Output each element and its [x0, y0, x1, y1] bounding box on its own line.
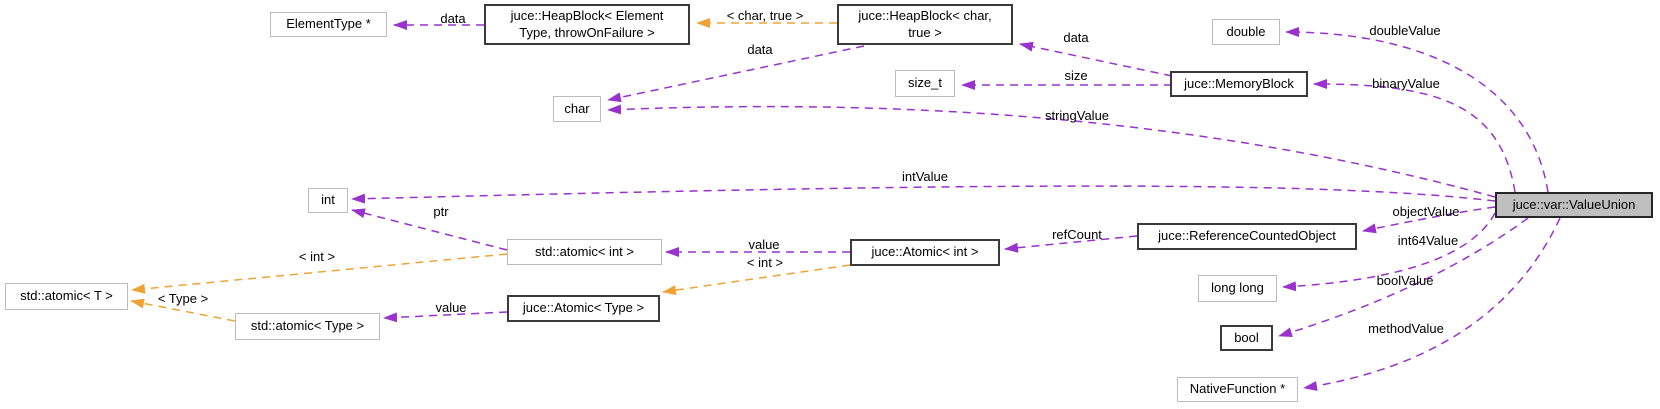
- edge-label-template-int-juce: < int >: [746, 255, 784, 270]
- edge-label-template-char-true: < char, true >: [726, 8, 804, 23]
- edge-data-memoryblock: [1019, 41, 1173, 77]
- node-memoryblock[interactable]: juce::MemoryBlock: [1170, 71, 1308, 97]
- edge-doublevalue: [1285, 27, 1549, 193]
- edge-label-stringvalue: stringValue: [1044, 108, 1110, 123]
- edge-label-binaryvalue: binaryValue: [1372, 76, 1440, 91]
- edge-label-value-type: value: [435, 300, 467, 315]
- node-heapblock-elementtype[interactable]: juce::HeapBlock< Element Type, throwOnFa…: [484, 4, 690, 45]
- node-native-function-ptr: NativeFunction *: [1177, 377, 1298, 402]
- edge-binaryvalue: [1313, 79, 1516, 193]
- edge-label-methodvalue: methodValue: [1368, 321, 1444, 336]
- edge-template-int-juce: [662, 264, 851, 296]
- node-juce-atomic-int[interactable]: juce::Atomic< int >: [850, 239, 1000, 266]
- node-std-atomic-type: std::atomic< Type >: [235, 313, 380, 340]
- edge-stringvalue: [607, 104, 1496, 198]
- edge-template-int-std: [131, 253, 508, 294]
- edge-value-type: [383, 311, 508, 323]
- edge-intvalue: [351, 185, 1496, 204]
- edge-label-value-int: value: [748, 237, 780, 252]
- node-std-atomic-int: std::atomic< int >: [507, 239, 662, 265]
- node-std-atomic-t: std::atomic< T >: [5, 283, 128, 310]
- node-char: char: [553, 96, 601, 122]
- edge-template-type: [130, 298, 236, 322]
- edge-label-template-int-std: < int >: [298, 249, 336, 264]
- edge-label-objectvalue: objectValue: [1392, 204, 1460, 219]
- edge-label-template-type: < Type >: [157, 291, 209, 306]
- node-double: double: [1212, 19, 1280, 45]
- node-bool[interactable]: bool: [1220, 325, 1273, 351]
- node-int: int: [308, 188, 348, 213]
- edge-label-data-elementtype: data: [440, 11, 466, 26]
- edge-label-size: size: [1064, 68, 1088, 83]
- edge-label-refcount: refCount: [1052, 227, 1102, 242]
- edge-label-data-memoryblock: data: [1063, 30, 1089, 45]
- edge-label-boolvalue: boolValue: [1376, 273, 1434, 288]
- node-size-t: size_t: [895, 70, 955, 97]
- edge-boolvalue: [1278, 217, 1529, 337]
- node-valueunion-main: juce::var::ValueUnion: [1495, 192, 1653, 218]
- node-long-long: long long: [1198, 275, 1277, 302]
- edge-label-intvalue: intValue: [901, 169, 949, 184]
- edge-ptr: [351, 208, 508, 251]
- edge-objectvalue: [1362, 206, 1496, 234]
- node-reference-counted-object[interactable]: juce::ReferenceCountedObject: [1137, 223, 1357, 250]
- node-elementtype-ptr: ElementType *: [270, 12, 387, 37]
- edge-label-data-char: data: [747, 42, 773, 57]
- node-heapblock-char-true[interactable]: juce::HeapBlock< char, true >: [837, 4, 1013, 45]
- node-juce-atomic-type[interactable]: juce::Atomic< Type >: [507, 295, 660, 322]
- edge-methodvalue: [1303, 217, 1561, 391]
- edge-data-char: [607, 45, 865, 103]
- edge-int64value: [1282, 212, 1496, 292]
- edge-label-doublevalue: doubleValue: [1369, 23, 1441, 38]
- edge-label-int64value: int64Value: [1397, 233, 1459, 248]
- edge-label-ptr: ptr: [433, 204, 449, 219]
